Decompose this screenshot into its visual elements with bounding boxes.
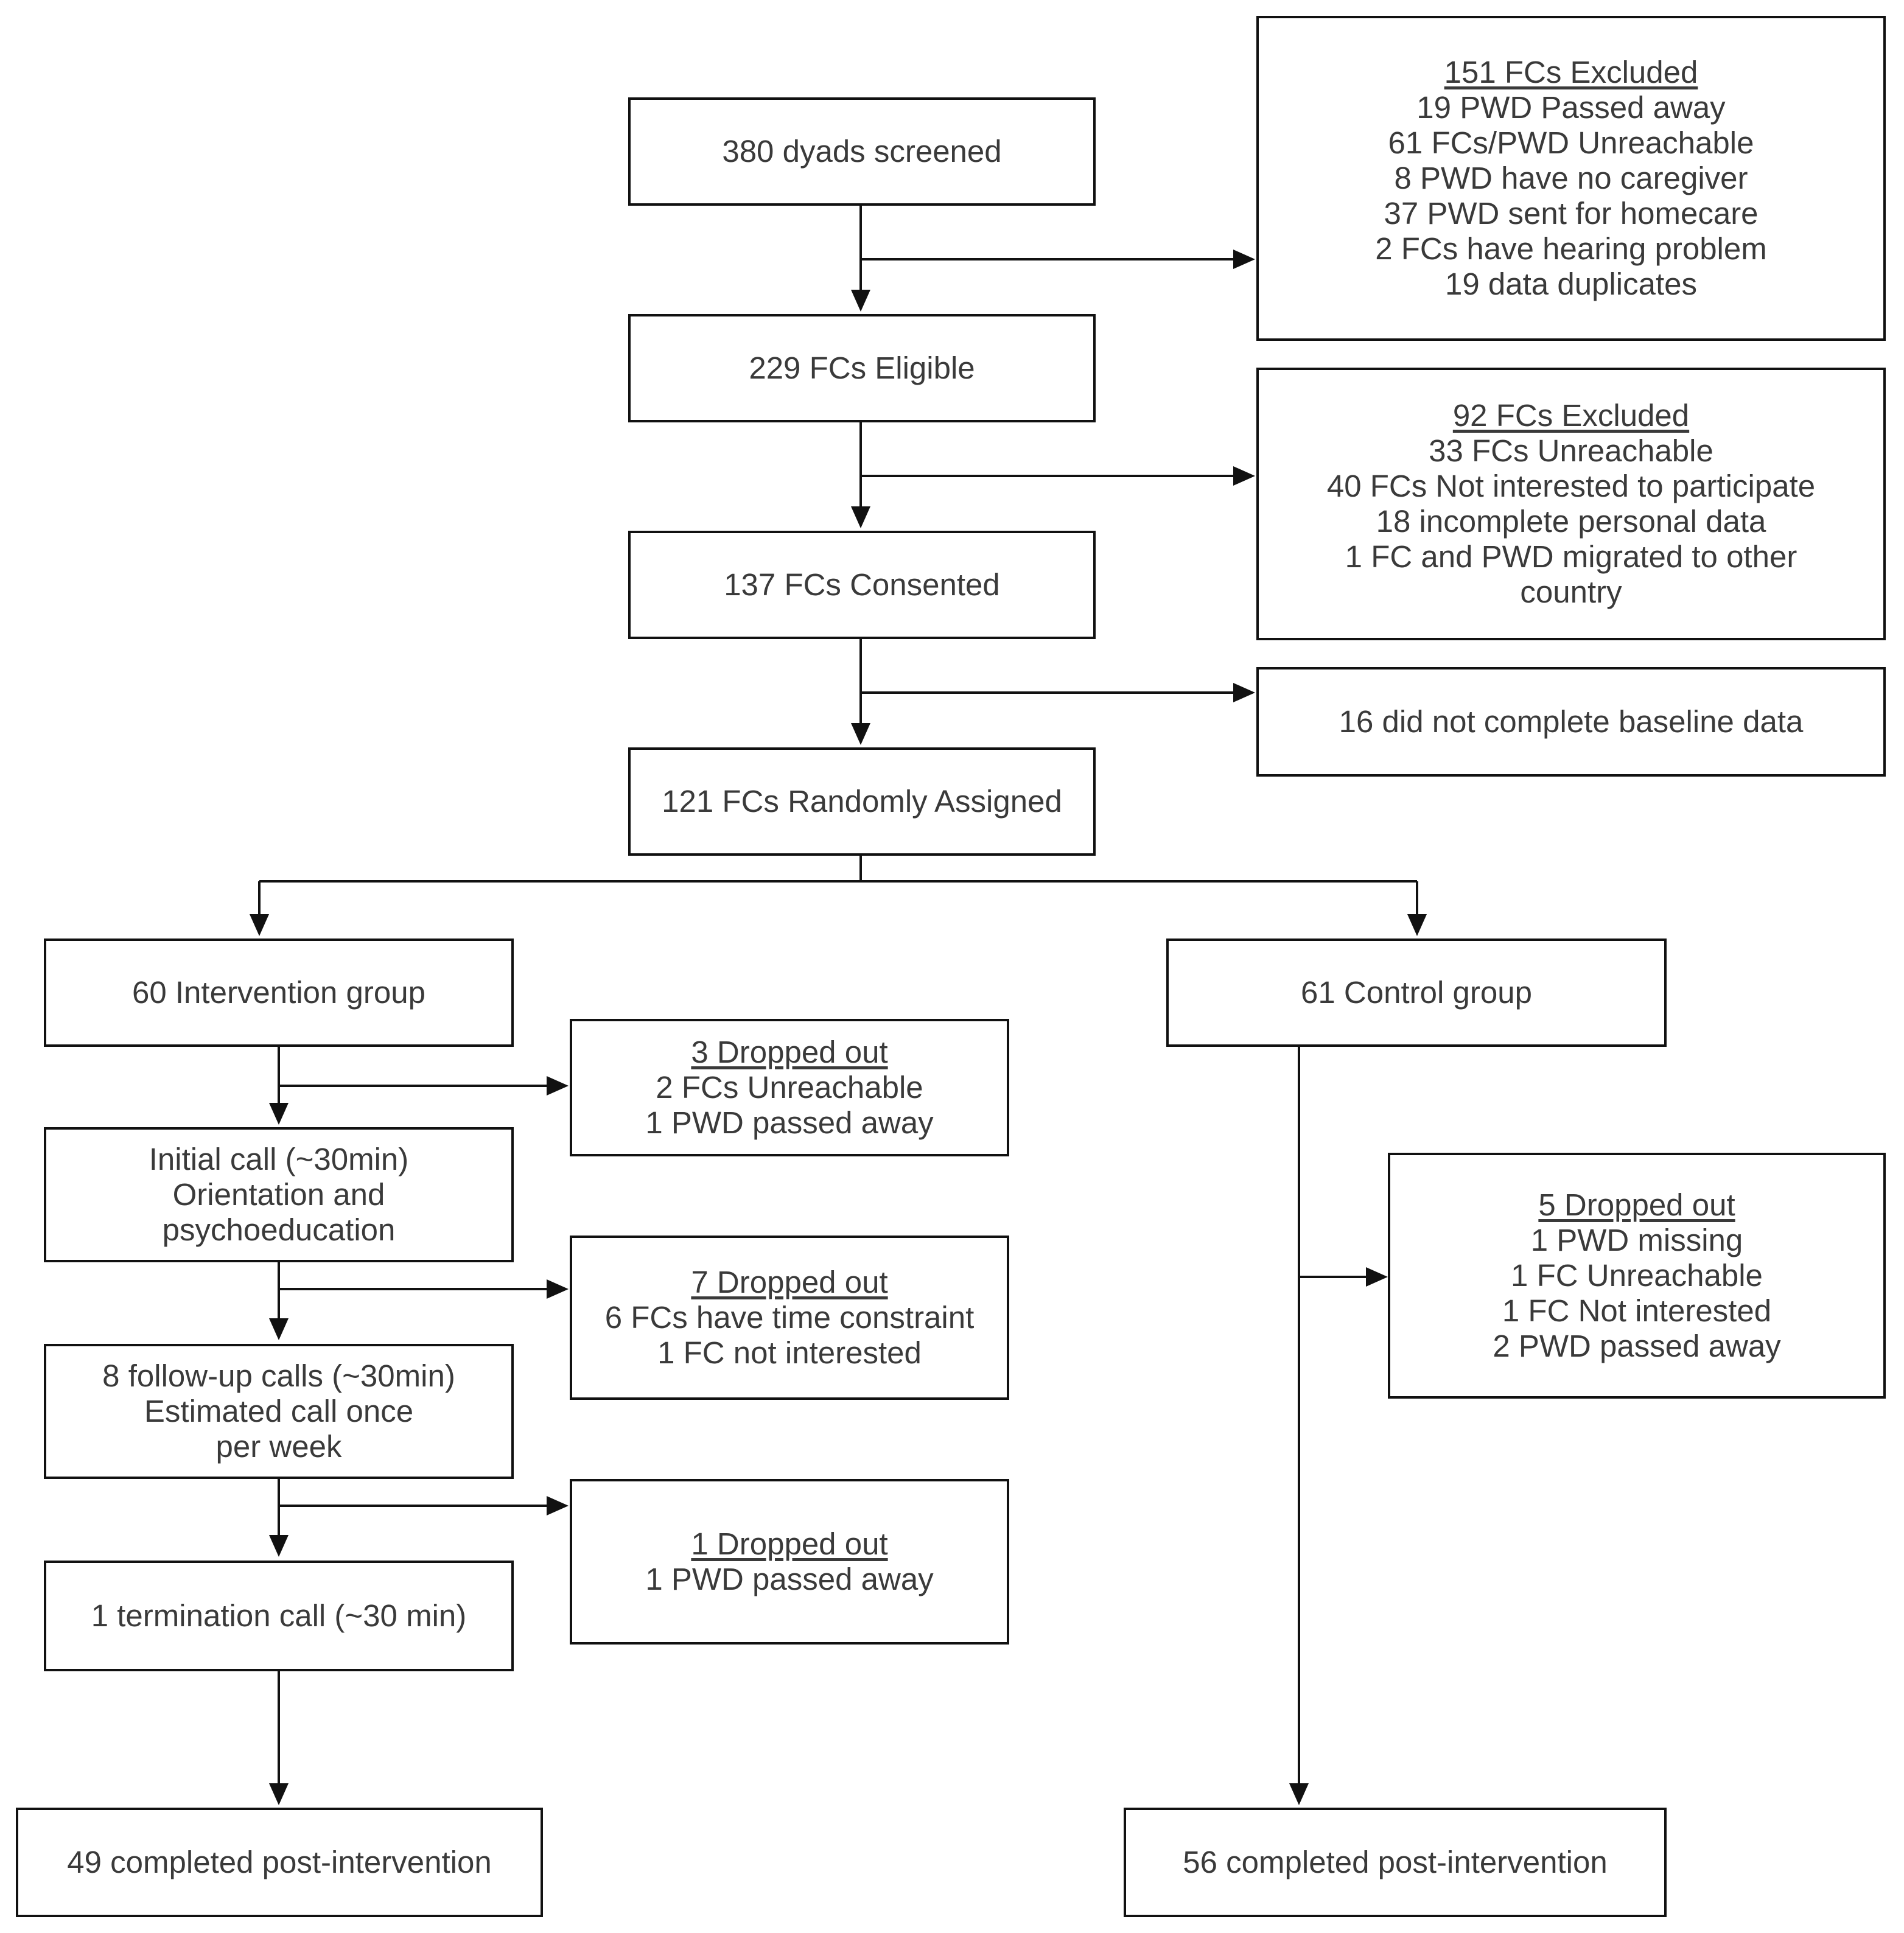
randomized-box: 121 FCs Randomly Assigned bbox=[628, 747, 1096, 856]
dropout-7-line: 1 FC not interested bbox=[657, 1335, 922, 1370]
consented-text: 137 FCs Consented bbox=[724, 567, 1000, 602]
control-group-text: 61 Control group bbox=[1301, 975, 1532, 1010]
excluded-151-line: 8 PWD have no caregiver bbox=[1394, 161, 1748, 195]
dropout-7-box: 7 Dropped out 6 FCs have time constraint… bbox=[570, 1236, 1009, 1400]
initial-call-line: Orientation and bbox=[172, 1177, 385, 1212]
follow-up-line: 8 follow-up calls (~30min) bbox=[102, 1358, 455, 1393]
dropout-1-box: 1 Dropped out 1 PWD passed away bbox=[570, 1479, 1009, 1645]
control-completed-text: 56 completed post-intervention bbox=[1183, 1845, 1608, 1879]
excluded-92-heading: 92 FCs Excluded bbox=[1452, 398, 1690, 433]
termination-call-text: 1 termination call (~30 min) bbox=[91, 1598, 467, 1633]
excluded-92-line: 18 incomplete personal data bbox=[1376, 504, 1766, 539]
excluded-92-line: 40 FCs Not interested to participate bbox=[1326, 469, 1816, 503]
dropout-7-line: 6 FCs have time constraint bbox=[604, 1300, 975, 1335]
dropout-3-line: 1 PWD passed away bbox=[645, 1105, 934, 1140]
dropout-5-heading: 5 Dropped out bbox=[1538, 1187, 1735, 1222]
dropout-5-line: 1 FC Unreachable bbox=[1511, 1258, 1763, 1293]
follow-up-line: Estimated call once bbox=[144, 1394, 414, 1428]
excluded-151-box: 151 FCs Excluded 19 PWD Passed away 61 F… bbox=[1256, 16, 1886, 341]
consented-box: 137 FCs Consented bbox=[628, 531, 1096, 639]
excluded-151-line: 19 data duplicates bbox=[1445, 267, 1697, 301]
randomized-text: 121 FCs Randomly Assigned bbox=[662, 784, 1062, 819]
initial-call-box: Initial call (~30min) Orientation and ps… bbox=[44, 1127, 514, 1262]
initial-call-line: psychoeducation bbox=[162, 1212, 396, 1247]
excluded-151-line: 37 PWD sent for homecare bbox=[1384, 196, 1759, 231]
dropout-7-heading: 7 Dropped out bbox=[691, 1265, 888, 1299]
excluded-151-line: 61 FCs/PWD Unreachable bbox=[1388, 125, 1754, 160]
dropout-5-line: 1 FC Not interested bbox=[1502, 1293, 1772, 1328]
eligible-text: 229 FCs Eligible bbox=[749, 351, 975, 385]
control-group-box: 61 Control group bbox=[1166, 939, 1667, 1047]
intervention-group-text: 60 Intervention group bbox=[131, 975, 425, 1010]
follow-up-box: 8 follow-up calls (~30min) Estimated cal… bbox=[44, 1344, 514, 1479]
baseline-incomplete-text: 16 did not complete baseline data bbox=[1339, 704, 1804, 739]
eligible-box: 229 FCs Eligible bbox=[628, 314, 1096, 422]
excluded-151-line: 19 PWD Passed away bbox=[1416, 90, 1726, 125]
screened-box: 380 dyads screened bbox=[628, 97, 1096, 206]
screened-text: 380 dyads screened bbox=[722, 134, 1002, 169]
dropout-5-line: 2 PWD passed away bbox=[1493, 1329, 1781, 1363]
excluded-92-box: 92 FCs Excluded 33 FCs Unreachable 40 FC… bbox=[1256, 368, 1886, 640]
excluded-92-line: 33 FCs Unreachable bbox=[1429, 433, 1713, 468]
control-completed-box: 56 completed post-intervention bbox=[1124, 1808, 1667, 1917]
dropout-3-line: 2 FCs Unreachable bbox=[656, 1070, 923, 1105]
dropout-3-box: 3 Dropped out 2 FCs Unreachable 1 PWD pa… bbox=[570, 1019, 1009, 1156]
dropout-3-heading: 3 Dropped out bbox=[691, 1035, 888, 1069]
follow-up-line: per week bbox=[215, 1429, 342, 1464]
dropout-5-line: 1 PWD missing bbox=[1530, 1223, 1743, 1257]
intervention-completed-box: 49 completed post-intervention bbox=[16, 1808, 543, 1917]
baseline-incomplete-box: 16 did not complete baseline data bbox=[1256, 667, 1886, 777]
intervention-completed-text: 49 completed post-intervention bbox=[67, 1845, 492, 1879]
dropout-5-box: 5 Dropped out 1 PWD missing 1 FC Unreach… bbox=[1388, 1153, 1886, 1399]
excluded-151-line: 2 FCs have hearing problem bbox=[1375, 231, 1767, 266]
initial-call-line: Initial call (~30min) bbox=[149, 1142, 409, 1176]
intervention-group-box: 60 Intervention group bbox=[44, 939, 514, 1047]
termination-call-box: 1 termination call (~30 min) bbox=[44, 1561, 514, 1671]
dropout-1-line: 1 PWD passed away bbox=[645, 1562, 934, 1596]
dropout-1-heading: 1 Dropped out bbox=[691, 1526, 888, 1561]
excluded-92-line: 1 FC and PWD migrated to other country bbox=[1345, 539, 1797, 609]
excluded-151-heading: 151 FCs Excluded bbox=[1444, 55, 1698, 89]
